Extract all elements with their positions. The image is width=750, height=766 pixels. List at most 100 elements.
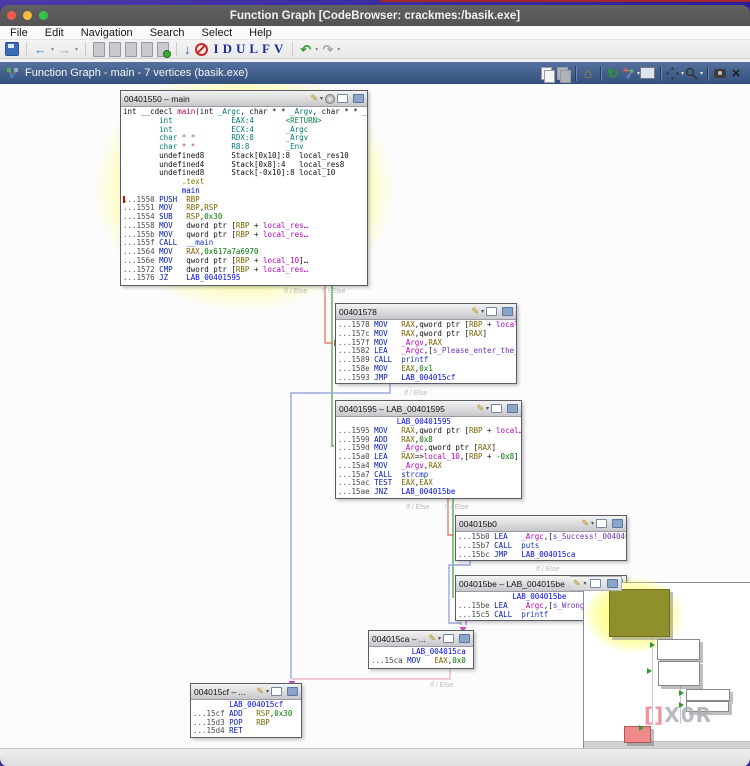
refresh-layout-icon[interactable]: ↻ [607, 65, 619, 81]
code-line[interactable]: ...1599 ADD RAX,0x8 [338, 434, 433, 444]
vertex-default-view-icon[interactable] [596, 519, 607, 528]
vertex-00401595[interactable]: 00401595 – LAB_00401595✎▾ LAB_00401595..… [335, 400, 522, 499]
vertex-full-view-icon[interactable] [507, 404, 518, 413]
code-line[interactable]: ...155f CALL __main [123, 238, 214, 248]
code-line[interactable]: ...15be LEA _Argc,[s_Wrong_pass… [458, 600, 612, 610]
vertex-default-view-icon[interactable] [271, 687, 282, 696]
vertex-header[interactable]: 004015cf – ...✎▾ [191, 684, 301, 700]
code-line[interactable]: undefined4 Stack[0x8]:4 local_res8 [123, 159, 345, 169]
code-line[interactable]: undefined8 Stack[0x10]:8 local_res10 [123, 150, 349, 160]
vertex-default-view-icon[interactable] [589, 579, 601, 588]
paste-icon[interactable] [555, 64, 572, 83]
letter-icon-u[interactable]: U [235, 41, 246, 56]
code-line[interactable]: char * * RDX:8 _Argv [159, 133, 309, 143]
vertex-edit-dropdown-icon[interactable]: ▾ [583, 581, 587, 587]
redo-dropdown-icon[interactable]: ▾ [337, 46, 341, 53]
home-icon[interactable]: ⌂ [583, 65, 593, 81]
menu-edit[interactable]: Edit [44, 26, 64, 39]
vertex-edit-dropdown-icon[interactable]: ▾ [319, 96, 323, 102]
code-line[interactable]: ...15b7 CALL puts [458, 540, 540, 550]
code-line[interactable]: ...15bc JMP LAB_004015ca [458, 549, 576, 559]
back-icon[interactable]: ← [34, 41, 47, 57]
undo-dropdown-icon[interactable]: ▾ [315, 46, 319, 53]
back-dropdown-icon[interactable]: ▾ [51, 46, 55, 53]
layout-chooser-icon[interactable] [621, 64, 637, 82]
code-line[interactable]: ...155b MOV qword ptr [RBP + local_res… [123, 229, 309, 239]
vertex-header[interactable]: 004015b0✎▾ [456, 516, 626, 532]
vertex-full-view-icon[interactable] [606, 579, 618, 588]
code-line[interactable]: ...15a4 MOV _Argv,RAX [338, 460, 442, 470]
vertex-edit-icon[interactable]: ✎ [476, 403, 484, 413]
code-line[interactable]: char * * R8:8 _Env [159, 142, 304, 151]
redo-icon[interactable]: ↷ [322, 41, 334, 57]
vertex-edit-dropdown-icon[interactable]: ▾ [485, 406, 489, 412]
save-icon[interactable] [5, 42, 19, 56]
code-line[interactable]: LAB_004015ca [411, 647, 466, 656]
vertex-edit-dropdown-icon[interactable]: ▾ [265, 689, 269, 695]
vertex-004015ca[interactable]: 004015ca – ...✎▾ LAB_004015ca...15ca MOV… [368, 630, 474, 669]
code-line[interactable]: ...1582 LEA _Argc,[s_Please_enter_the_… [338, 346, 516, 356]
vertex-004015b0[interactable]: 004015b0✎▾...15b0 LEA _Argc,[s_Success!_… [455, 515, 627, 561]
code-line[interactable]: ...1593 JMP LAB_004015cf [338, 372, 456, 382]
copy-icon[interactable] [539, 64, 556, 83]
menu-navigation[interactable]: Navigation [80, 26, 133, 39]
menu-select[interactable]: Select [201, 26, 233, 39]
vertex-full-view-icon[interactable] [502, 307, 513, 316]
vertex-004015be-header-icons[interactable]: ✎▾ [570, 576, 622, 591]
minimize-window-button[interactable] [23, 11, 32, 20]
letter-icon-d[interactable]: D [222, 41, 232, 56]
satellite-toggle-icon[interactable] [640, 64, 656, 82]
code-line[interactable]: .text [181, 177, 205, 186]
program-time-icon[interactable] [157, 41, 172, 58]
close-window-button[interactable] [7, 11, 16, 20]
vertex-group-icon[interactable] [325, 93, 335, 104]
menu-help[interactable]: Help [249, 26, 272, 39]
menu-search[interactable]: Search [149, 26, 185, 39]
forward-icon[interactable]: → [58, 41, 72, 57]
letter-icon-f[interactable]: F [262, 41, 270, 56]
code-line[interactable]: ...15cf ADD RSP,0x30 [193, 708, 293, 718]
code-line[interactable]: ...1564 MOV RAX,0x617a7a6970 [123, 247, 259, 256]
vertex-default-view-icon[interactable] [486, 307, 497, 316]
no-entry-icon[interactable] [194, 42, 208, 56]
code-line[interactable]: ...157f MOV _Argv,RAX [338, 337, 442, 347]
vertex-00401550[interactable]: 00401550 – main✎▾int __cdecl main(int _A… [120, 90, 368, 286]
vertex-edit-icon[interactable]: ✎ [256, 686, 264, 696]
program-icon[interactable] [125, 41, 138, 57]
code-line[interactable]: ...15ca MOV EAX,0x0 [371, 655, 466, 665]
zoom-icon[interactable] [684, 64, 700, 82]
undo-icon[interactable]: ↶ [300, 41, 312, 57]
code-line[interactable]: ...159d MOV _Argc,qword ptr [RAX] [338, 443, 497, 453]
vertex-edit-icon[interactable]: ✎ [428, 633, 436, 643]
maximize-window-button[interactable] [39, 11, 48, 20]
vertex-edit-dropdown-icon[interactable]: ▾ [437, 636, 441, 642]
program-icon[interactable] [141, 41, 154, 57]
code-line[interactable]: LAB_00401595 [396, 417, 451, 426]
vertex-header[interactable]: 00401578✎▾ [336, 304, 516, 320]
code-line[interactable]: ...1576 JZ LAB_00401595 [123, 273, 241, 283]
code-line[interactable]: ...1578 MOV RAX,qword ptr [RBP + local… [338, 320, 516, 329]
vertex-edit-dropdown-icon[interactable]: ▾ [480, 309, 484, 315]
code-line[interactable]: ...1595 MOV RAX,qword ptr [RBP + local… [338, 425, 521, 435]
compass-dropdown-icon[interactable]: ▾ [680, 70, 684, 77]
code-line[interactable]: int ECX:4 _Argc [159, 124, 309, 134]
vertex-header[interactable]: 004015ca – ...✎▾ [369, 631, 473, 647]
vertex-full-view-icon[interactable] [612, 519, 623, 528]
down-arrow-icon[interactable]: ↓ [184, 41, 191, 57]
code-line[interactable]: LAB_004015be [512, 592, 567, 601]
code-line[interactable]: ...1589 CALL printf [338, 355, 429, 364]
code-line[interactable]: ...157c MOV RAX,qword ptr [RAX] [338, 328, 488, 338]
code-line[interactable]: LAB_004015cf [229, 700, 284, 709]
vertex-edit-dropdown-icon[interactable]: ▾ [590, 521, 594, 527]
code-line[interactable]: ...1551 MOV RBP,RSP [123, 203, 218, 213]
layout-dropdown-icon[interactable]: ▾ [636, 70, 640, 77]
snapshot-icon[interactable] [712, 64, 728, 82]
vertex-edit-icon[interactable]: ✎ [573, 578, 581, 588]
code-line[interactable]: ...15d3 POP RBP [193, 717, 270, 727]
program-icon[interactable] [93, 41, 106, 57]
vertex-header[interactable]: 00401595 – LAB_00401595✎▾ [336, 401, 521, 417]
code-line[interactable]: ...15ae JNZ LAB_004015be [338, 487, 456, 496]
vertex-default-view-icon[interactable] [337, 94, 348, 103]
vertex-full-view-icon[interactable] [459, 634, 470, 643]
